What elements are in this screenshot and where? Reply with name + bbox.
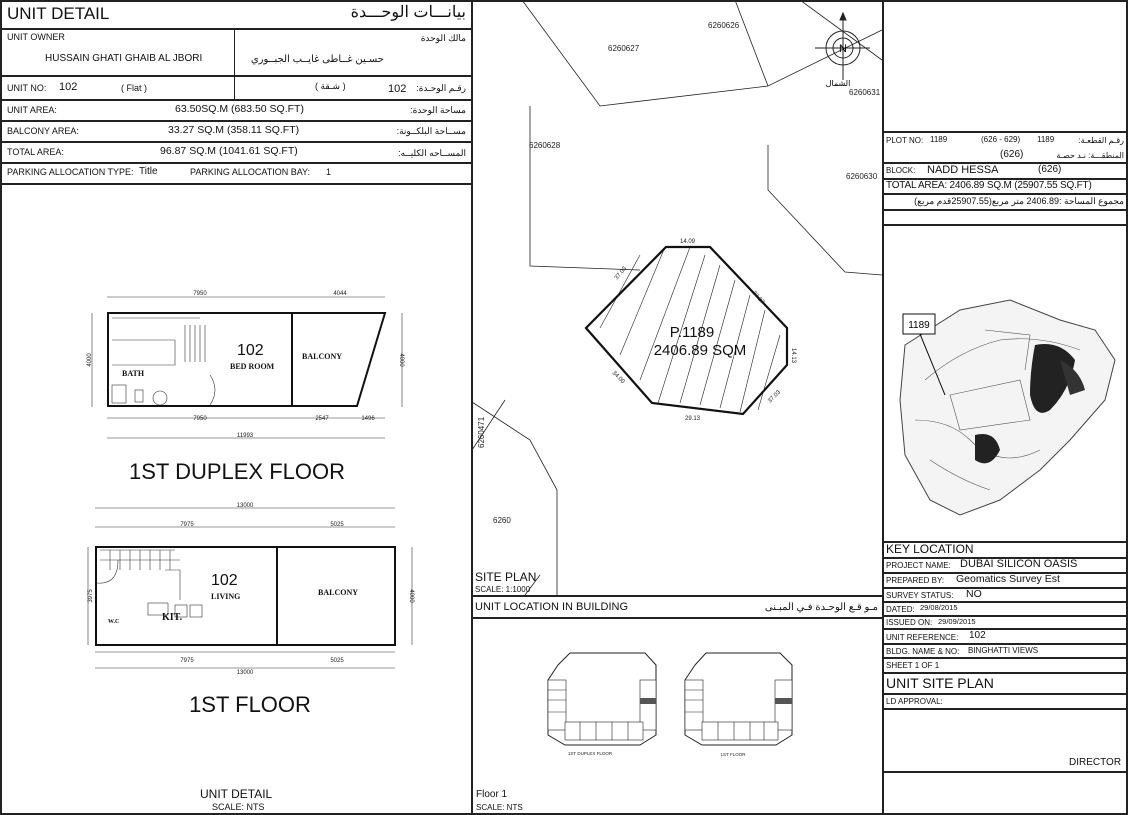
plot-total-area: TOTAL AREA: 2406.89 SQ.M (25907.55 SQ.FT… (886, 180, 1092, 191)
plot-total-area-ar: مجموع المساحة :2406.89 متر مربع(25907.55… (914, 196, 1124, 206)
unit-no-label: UNIT NO: (7, 83, 47, 93)
dated-label: DATED: (886, 605, 915, 614)
divider (882, 0, 884, 815)
plot-no-label: PLOT NO: (886, 136, 924, 145)
prepared-by: Geomatics Survey Est (956, 573, 1060, 585)
balcony-area-label: BALCONY AREA: (7, 126, 79, 136)
block-name: NADD HESSA (927, 164, 999, 176)
unit-location-scale: SCALE: NTS (476, 803, 523, 812)
unit-no-label-ar: رقـم الوحـدة: (416, 83, 466, 93)
site-plan-title: SITE PLAN (475, 570, 537, 584)
divider (471, 0, 473, 815)
total-area-label: TOTAL AREA: (7, 147, 64, 157)
parking-type-label: PARKING ALLOCATION TYPE: (7, 167, 134, 177)
key-location-title: KEY LOCATION (886, 542, 974, 556)
page-title: UNIT DETAIL (7, 4, 110, 23)
floor-label: Floor 1 (476, 789, 508, 800)
block-code: (626) (1038, 164, 1062, 175)
plot-no-label-ar: رقـم القطعـة: (1078, 136, 1124, 145)
parking-type: Title (139, 166, 158, 177)
director-signature-label: DIRECTOR (1069, 757, 1122, 768)
bldg-label: BLDG. NAME & NO: (886, 647, 960, 656)
total-area: 96.87 SQ.M (1041.61 SQ.FT) (160, 145, 298, 157)
area-code: (626) (1000, 149, 1024, 160)
project-label: PROJECT NAME: (886, 561, 951, 570)
owner-label: UNIT OWNER (7, 32, 65, 42)
sheet-number: SHEET 1 OF 1 (886, 661, 940, 670)
dated: 29/08/2015 (920, 603, 958, 612)
issued-on: 29/09/2015 (938, 617, 976, 626)
total-area-label-ar: المســاحه الكليــه: (398, 148, 466, 158)
project-name: DUBAI SILICON OASIS (960, 558, 1078, 570)
unit-area-label-ar: مساحة الوحدة: (410, 105, 466, 115)
unit-type-ar: ( شـقة ) (315, 81, 346, 91)
site-plan-scale: SCALE: 1:1000 (475, 585, 531, 594)
plot-no: 1189 (930, 135, 948, 144)
block-label: BLOCK: (886, 166, 916, 175)
owner-label-ar: مالك الوحدة (420, 33, 466, 43)
issued-label: ISSUED ON: (886, 618, 933, 627)
parking-bay-label: PARKING ALLOCATION BAY: (190, 167, 311, 177)
unit-no-ar: 102 (388, 83, 407, 95)
footer-title: UNIT DETAIL (200, 787, 273, 801)
unit-ref: 102 (969, 630, 986, 641)
owner-name: HUSSAIN GHATI GHAIB AL JBORI (45, 53, 203, 64)
balcony-area-label-ar: مســاحة البلكــونة: (396, 126, 466, 136)
unit-location-title: UNIT LOCATION IN BUILDING (475, 601, 629, 613)
document-title: UNIT SITE PLAN (886, 675, 994, 691)
footer-scale: SCALE: NTS (212, 802, 265, 812)
parking-bay: 1 (326, 167, 332, 177)
plot-range: (626 - 629) (981, 135, 1021, 144)
page-title-ar: بيانـــات الوحـــدة (350, 4, 466, 21)
unit-type: ( Flat ) (121, 83, 147, 93)
plot-no-ar: 1189 (1037, 135, 1055, 144)
unit-location-title-ar: مـو قـع الوحـدة فـي المبـنى (764, 602, 878, 613)
balcony-area: 33.27 SQ.M (358.11 SQ.FT) (168, 124, 300, 136)
unit-ref-label: UNIT REFERENCE: (886, 633, 959, 642)
area-label-ar: المنطقـــة: نـد حصـة (1056, 151, 1124, 160)
unit-no: 102 (59, 81, 78, 93)
survey-label: SURVEY STATUS: (886, 591, 954, 600)
unit-area-label: UNIT AREA: (7, 105, 57, 115)
owner-name-ar: حسـين غــاطى غايــب الجبــوري (250, 54, 384, 65)
survey-status: NO (966, 588, 982, 600)
prepared-label: PREPARED BY: (886, 576, 945, 585)
bldg-name: BINGHATTI VIEWS (968, 646, 1039, 655)
unit-area: 63.50SQ.M (683.50 SQ.FT) (175, 103, 304, 115)
ld-approval-label: LD APPROVAL: (886, 697, 943, 706)
